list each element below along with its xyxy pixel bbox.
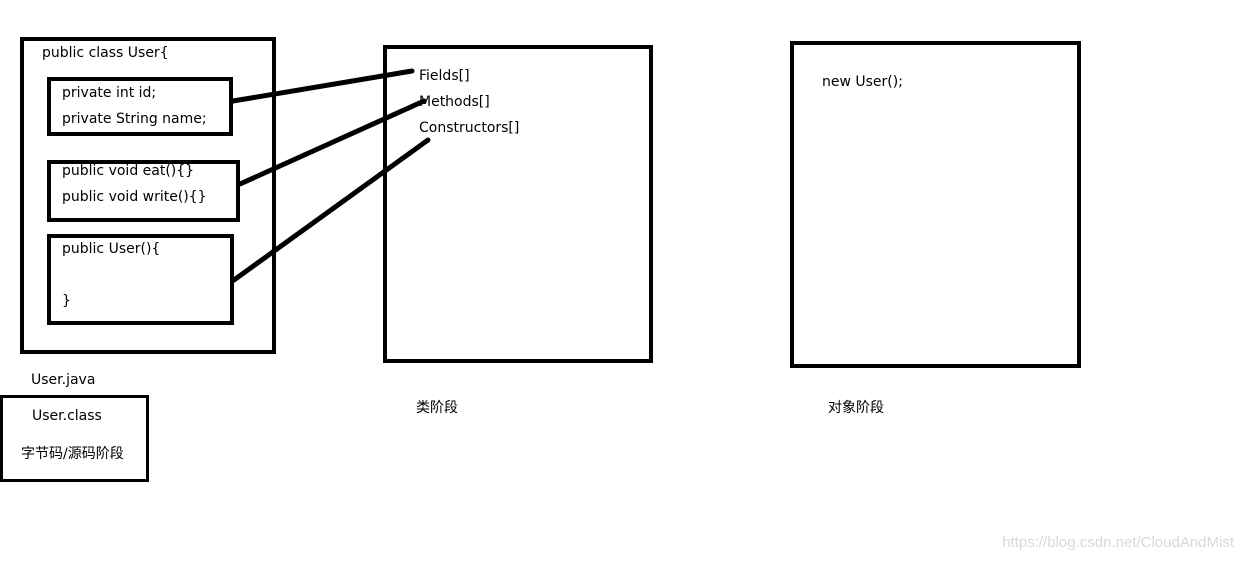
- constructors-array-label: Constructors[]: [419, 120, 520, 136]
- class-stage-label: 类阶段: [416, 400, 458, 416]
- object-stage-label: 对象阶段: [828, 400, 884, 416]
- java-file-label: User.java: [31, 372, 96, 388]
- method-eat: public void eat(){}: [62, 163, 195, 179]
- object-stage-box: [790, 41, 1081, 368]
- fields-box: [47, 77, 233, 136]
- class-declaration: public class User{: [42, 45, 169, 61]
- class-file-label: User.class: [32, 408, 102, 424]
- fields-array-label: Fields[]: [419, 68, 470, 84]
- field-id: private int id;: [62, 85, 157, 101]
- constructor-open: public User(){: [62, 241, 161, 257]
- watermark-url: https://blog.csdn.net/CloudAndMist: [1002, 534, 1234, 551]
- method-write: public void write(){}: [62, 189, 207, 205]
- constructor-close: }: [62, 293, 71, 309]
- methods-array-label: Methods[]: [419, 94, 490, 110]
- bytecode-box: [0, 395, 149, 482]
- field-name: private String name;: [62, 111, 207, 127]
- bytecode-stage-label: 字节码/源码阶段: [21, 446, 124, 462]
- new-user-code: new User();: [822, 74, 903, 90]
